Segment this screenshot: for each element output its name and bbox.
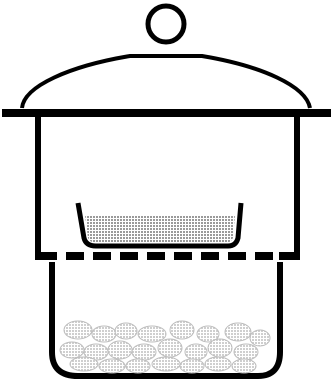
sample-dish bbox=[75, 202, 244, 249]
perforated-plate bbox=[35, 252, 300, 260]
upper-chamber-right-wall bbox=[294, 117, 300, 255]
lid-knob-icon bbox=[145, 3, 187, 45]
lid-dome bbox=[20, 54, 312, 109]
rim-bar bbox=[2, 109, 331, 117]
sample-material bbox=[85, 215, 235, 243]
lower-chamber bbox=[49, 262, 283, 379]
upper-chamber-left-wall bbox=[35, 117, 41, 255]
desiccant-pebbles bbox=[59, 320, 271, 374]
